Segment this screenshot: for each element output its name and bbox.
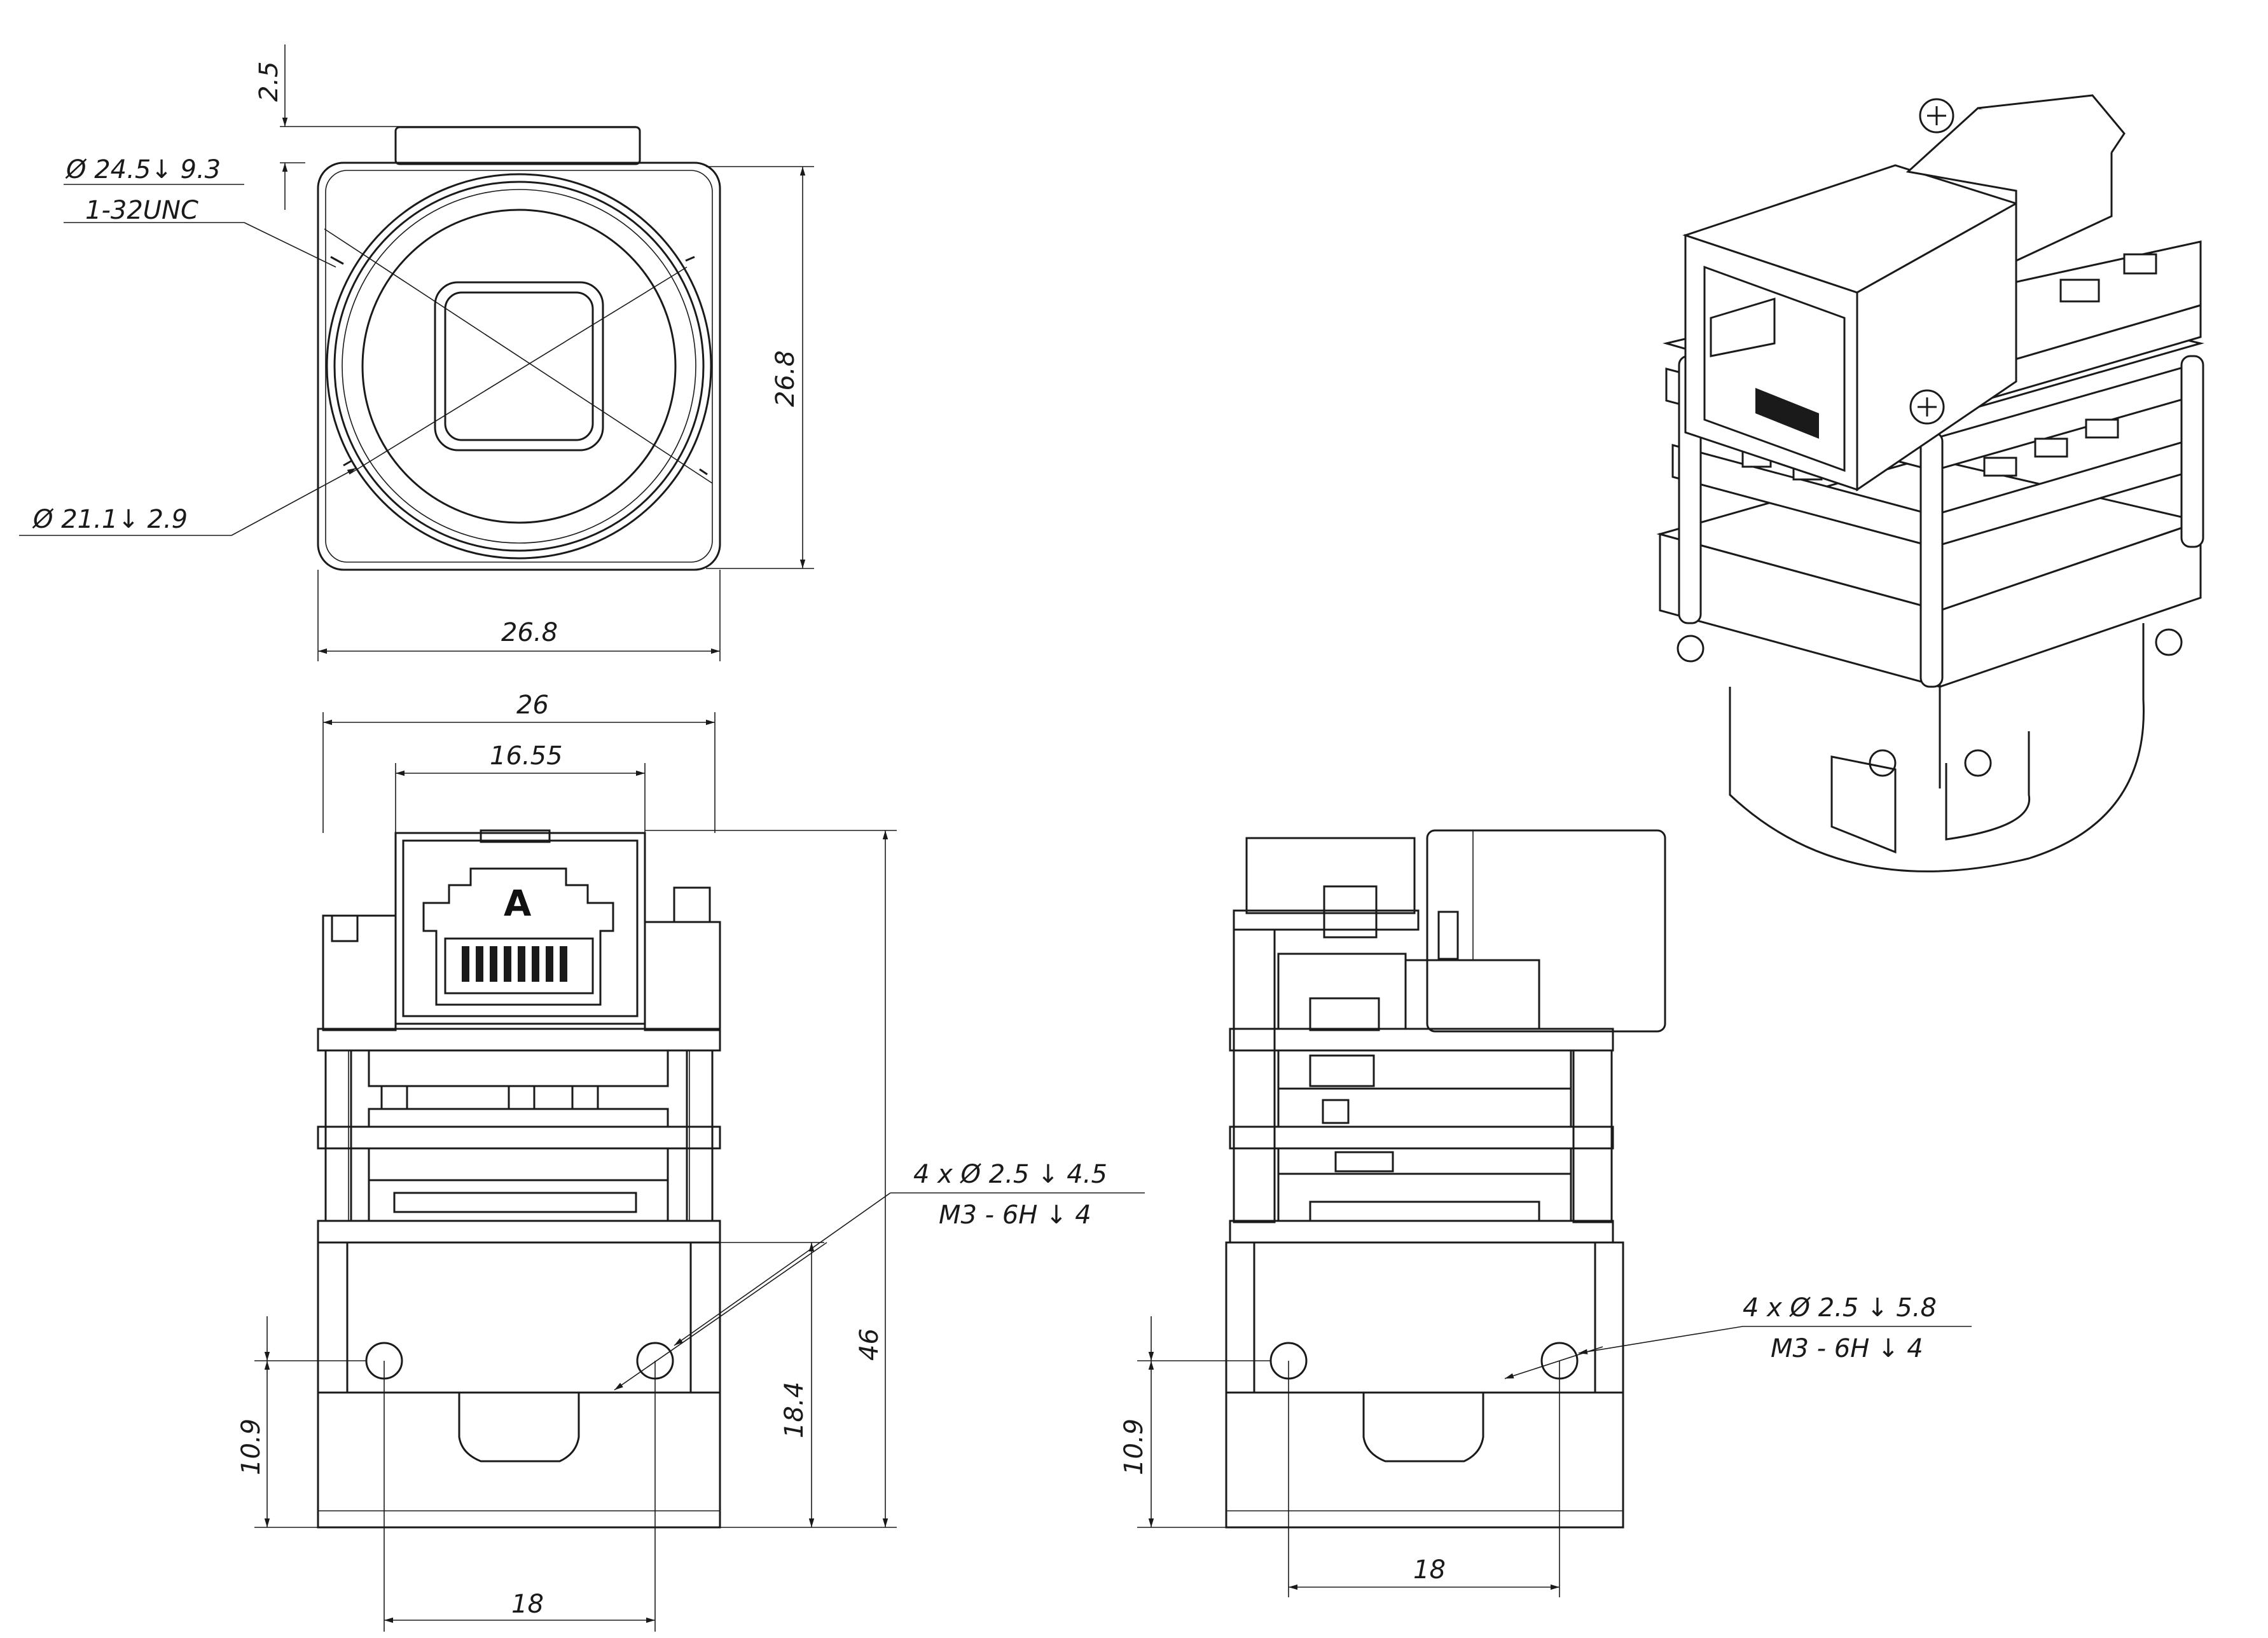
pcb-layer-2: [317, 1125, 721, 1150]
dim-height-total: 46: [855, 1328, 884, 1361]
callout-inner-diameter: Ø 21.1↓ 2.9: [32, 505, 188, 534]
lens-inner-circle: [361, 209, 677, 524]
side-view-left: A 26: [237, 691, 1145, 1632]
pcb-layer-1: [317, 1028, 721, 1052]
sensor-window: [434, 281, 604, 451]
dim-height-front: 26.8: [771, 350, 800, 407]
callout-holes-right-line2: M3 - 6H ↓ 4: [1771, 1334, 1923, 1363]
side-view-right: 10.9 18 4 x Ø 2.5 ↓ 5.8 M3 - 6H ↓ 4: [1119, 829, 1972, 1597]
connector-letter: A: [504, 883, 532, 925]
callout-thread-line1: Ø 24.5↓ 9.3: [65, 155, 221, 184]
callout-holes-right-line1: 4 x Ø 2.5 ↓ 5.8: [1743, 1293, 1937, 1323]
pcb-layer-3: [317, 1220, 721, 1244]
callout-thread-line2: 1-32UNC: [85, 196, 198, 225]
lens-mount-housing: [317, 1241, 721, 1394]
dim-hole-offset-right: 10.9: [1119, 1419, 1149, 1475]
front-body: [317, 162, 721, 571]
dim-width-front: 26.8: [501, 618, 558, 647]
front-top-tab: [394, 126, 641, 165]
lens-mount-housing-right: [1225, 1241, 1624, 1394]
callout-holes-left-line2: M3 - 6H ↓ 4: [939, 1201, 1091, 1230]
dim-hole-spacing-right: 18: [1413, 1555, 1446, 1585]
dim-hole-offset-left: 10.9: [237, 1419, 266, 1475]
dim-hole-height: 18.4: [780, 1382, 809, 1438]
dim-hole-spacing-left: 18: [511, 1590, 544, 1619]
dim-top-offset: 2.5: [254, 61, 284, 102]
rj45-housing: [394, 832, 646, 1025]
callout-holes-left-line1: 4 x Ø 2.5 ↓ 4.5: [913, 1160, 1107, 1189]
dim-connector-width: 16.55: [490, 741, 563, 771]
rj45-jack: [422, 867, 614, 1006]
isometric-view: [1656, 94, 2204, 872]
rj45-side: [1426, 829, 1666, 1033]
front-view: 2.5 Ø 24.5↓ 9.3 1-32UNC Ø 21.1↓ 2.9 26.8…: [19, 45, 814, 661]
lens-outer-circle: [326, 173, 712, 560]
dim-width-total: 26: [516, 691, 549, 720]
